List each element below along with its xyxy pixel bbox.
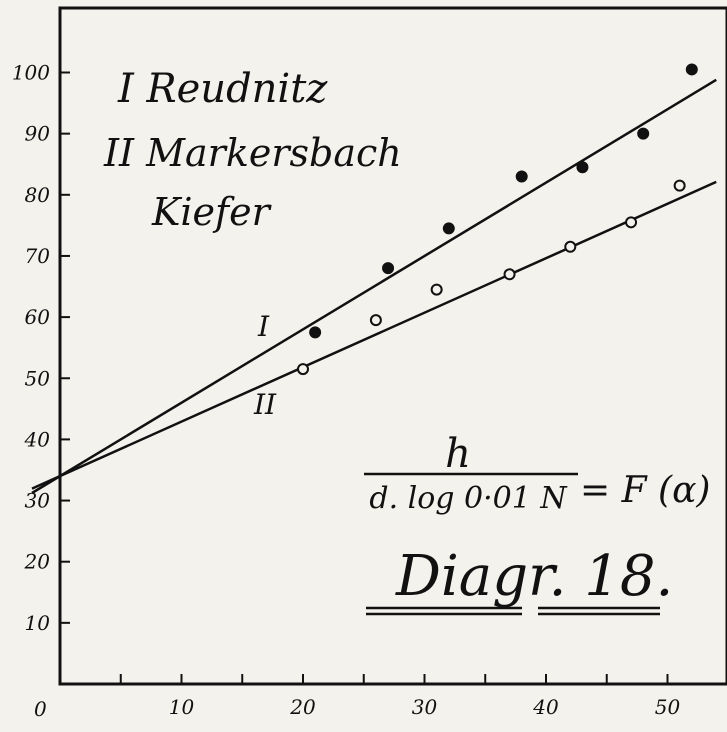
x-tick-label-30: 30	[412, 695, 438, 719]
data-point-series-2	[369, 314, 382, 327]
data-point-series-2	[564, 240, 577, 253]
x-tick-label-40: 40	[532, 695, 559, 719]
x-tick-label-20: 20	[289, 695, 316, 719]
y-tick-label-80: 80	[25, 183, 51, 207]
data-point-series-1	[637, 127, 650, 140]
fit-line-series-2	[31, 180, 717, 490]
legend-line-reudnitz: I Reudnitz	[117, 66, 328, 112]
data-points	[297, 63, 698, 376]
fit-lines	[31, 78, 717, 495]
y-tick-label-40: 40	[24, 427, 51, 451]
data-point-series-2	[503, 268, 516, 281]
y-tick-label-50: 50	[25, 366, 51, 390]
data-point-series-2	[297, 363, 309, 376]
data-point-series-1	[685, 63, 698, 76]
legend-line-kiefer: Kiefer	[151, 190, 273, 234]
series-label-i: I	[257, 310, 270, 343]
data-point-series-2	[430, 283, 443, 296]
data-point-series-2	[673, 179, 686, 192]
y-tick-label-10: 10	[25, 611, 51, 635]
diagram-title: Diagr. 18.	[395, 544, 673, 609]
y-tick-label-70: 70	[25, 244, 51, 268]
data-point-series-1	[576, 161, 589, 174]
origin-label: 0	[34, 697, 47, 721]
data-point-series-1	[309, 326, 322, 339]
y-tick-label-90: 90	[25, 122, 51, 146]
tick-labels: 10 20 30 40 50 10 20 30 40 50 60 70 80 90 100	[12, 61, 681, 720]
y-tick-label-100: 100	[12, 61, 50, 85]
formula-numerator: h	[445, 431, 471, 477]
fit-line-series-1	[31, 78, 717, 495]
series-label-ii: II	[253, 388, 277, 421]
plot-frame	[58, 6, 727, 686]
data-point-series-1	[442, 222, 455, 235]
x-tick-label-50: 50	[655, 695, 681, 719]
y-tick-label-20: 20	[24, 550, 51, 574]
y-tick-label-30: 30	[25, 489, 51, 513]
data-point-series-1	[382, 262, 395, 275]
axis-ticks	[60, 71, 669, 684]
data-point-series-1	[515, 170, 528, 183]
legend-line-markersbach: II Markersbach	[103, 131, 402, 175]
x-tick-label-10: 10	[169, 695, 195, 719]
data-point-series-2	[625, 216, 638, 229]
formula-rhs: = F (α)	[580, 470, 710, 511]
y-tick-label-60: 60	[25, 305, 51, 329]
formula-denominator: d. log 0·01 N	[369, 481, 568, 516]
